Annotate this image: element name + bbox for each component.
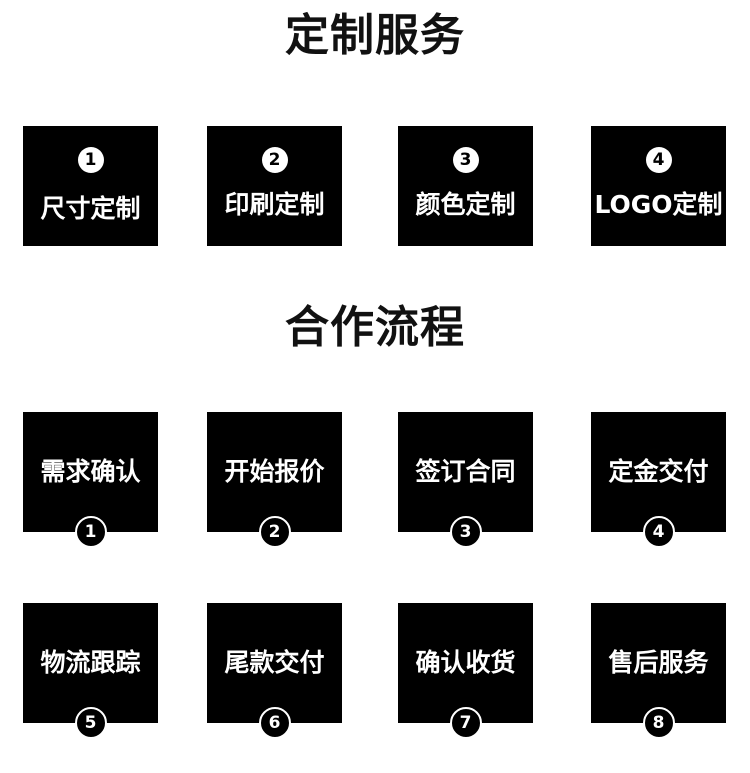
step-number-badge: 4 — [645, 147, 672, 173]
step-number-badge: 4 — [642, 516, 675, 548]
step-number-badge: 8 — [642, 707, 675, 739]
process-step-label: 物流跟踪 — [40, 648, 141, 677]
service-tile-logo[interactable]: 4 LOGO定制 — [591, 126, 726, 246]
process-step-label: 需求确认 — [40, 457, 141, 486]
process-step-6[interactable]: 尾款交付 6 — [207, 603, 342, 739]
step-number-badge: 5 — [74, 707, 107, 739]
service-label: 颜色定制 — [415, 190, 516, 219]
service-tile-color[interactable]: 3 颜色定制 — [398, 126, 533, 246]
process-step-5[interactable]: 物流跟踪 5 — [23, 603, 158, 739]
process-step-7[interactable]: 确认收货 7 — [398, 603, 533, 739]
service-label: 印刷定制 — [224, 190, 325, 219]
step-number-badge: 6 — [258, 707, 291, 739]
step-number-badge: 2 — [258, 516, 291, 548]
step-number-badge: 3 — [452, 147, 479, 173]
process-step-3[interactable]: 签订合同 3 — [398, 412, 533, 548]
process-step-2[interactable]: 开始报价 2 — [207, 412, 342, 548]
process-step-label: 尾款交付 — [224, 648, 325, 677]
process-step-8[interactable]: 售后服务 8 — [591, 603, 726, 739]
step-number-badge: 7 — [449, 707, 482, 739]
process-step-1[interactable]: 需求确认 1 — [23, 412, 158, 548]
process-step-label: 定金交付 — [608, 457, 709, 486]
step-number-badge: 1 — [77, 147, 104, 173]
service-label: LOGO定制 — [594, 190, 723, 219]
step-number-badge: 2 — [261, 147, 288, 173]
process-step-4[interactable]: 定金交付 4 — [591, 412, 726, 548]
service-tile-printing[interactable]: 2 印刷定制 — [207, 126, 342, 246]
process-step-label: 开始报价 — [224, 457, 325, 486]
process-title: 合作流程 — [285, 302, 465, 353]
services-title: 定制服务 — [285, 10, 465, 61]
step-number-badge: 1 — [74, 516, 107, 548]
service-tile-size[interactable]: 1 尺寸定制 — [23, 126, 158, 246]
service-label: 尺寸定制 — [40, 194, 141, 223]
process-step-label: 确认收货 — [415, 648, 516, 677]
process-step-label: 签订合同 — [415, 457, 516, 486]
process-step-label: 售后服务 — [608, 648, 709, 677]
step-number-badge: 3 — [449, 516, 482, 548]
